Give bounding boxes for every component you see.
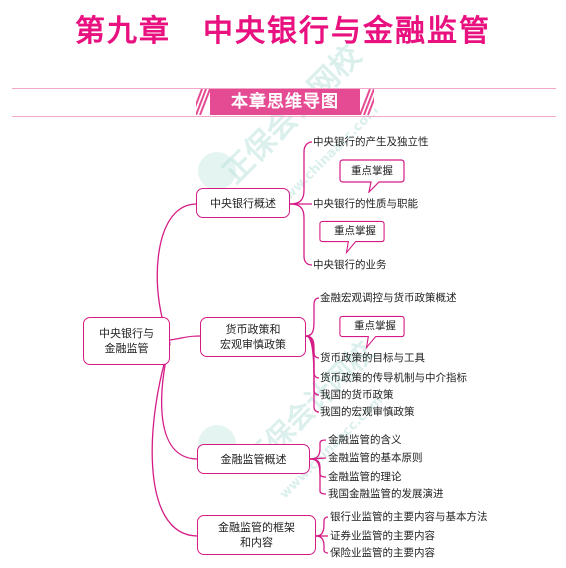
divider-line-top xyxy=(12,88,556,89)
branch-node-financial-supervision: 金融监管概述 xyxy=(197,444,310,474)
leaf-item: 银行业监管的主要内容与基本方法 xyxy=(330,511,488,523)
leaf-item: 金融监管的理论 xyxy=(328,471,402,483)
watermark-logo xyxy=(198,152,236,190)
leaf-item: 中央银行的产生及独立性 xyxy=(313,136,429,148)
key-point-callout-shape xyxy=(319,220,385,255)
leaf-item: 货币政策的目标与工具 xyxy=(320,352,425,364)
key-point-callout: 重点掌握 xyxy=(354,320,396,332)
divider-line-bottom xyxy=(12,116,556,117)
leaf-item: 证券业监管的主要内容 xyxy=(330,530,435,542)
banner-label: 本章思维导图 xyxy=(231,92,339,112)
banner-shape xyxy=(196,89,374,115)
leaf-item: 我国金融监管的发展演进 xyxy=(328,488,444,500)
leaf-item: 金融监管的含义 xyxy=(328,434,402,446)
leaf-item: 我国的宏观审慎政策 xyxy=(320,406,415,418)
key-point-callout: 重点掌握 xyxy=(351,165,393,177)
chapter-title: 第九章 中央银行与金融监管 xyxy=(75,14,491,49)
leaf-item: 金融宏观调控与货币政策概述 xyxy=(320,292,457,304)
key-point-callout: 重点掌握 xyxy=(334,225,376,237)
leaf-item: 我国的货币政策 xyxy=(320,389,394,401)
branch-node-central-bank: 中央银行概述 xyxy=(196,188,290,218)
leaf-item: 保险业监管的主要内容 xyxy=(330,547,435,559)
branch-node-monetary-policy: 货币政策和 宏观审慎政策 xyxy=(200,317,306,357)
leaf-item: 中央银行的业务 xyxy=(313,259,387,271)
leaf-item: 货币政策的传导机制与中介指标 xyxy=(320,372,467,384)
leaf-item: 金融监管的基本原则 xyxy=(328,452,423,464)
mindmap-root-node: 中央银行与 金融监管 xyxy=(83,317,170,365)
branch-node-supervision-framework: 金融监管的框架 和内容 xyxy=(197,515,316,555)
key-point-callout-shape xyxy=(339,315,405,350)
leaf-item: 中央银行的性质与职能 xyxy=(313,198,418,210)
key-point-callout-shape xyxy=(339,159,405,193)
